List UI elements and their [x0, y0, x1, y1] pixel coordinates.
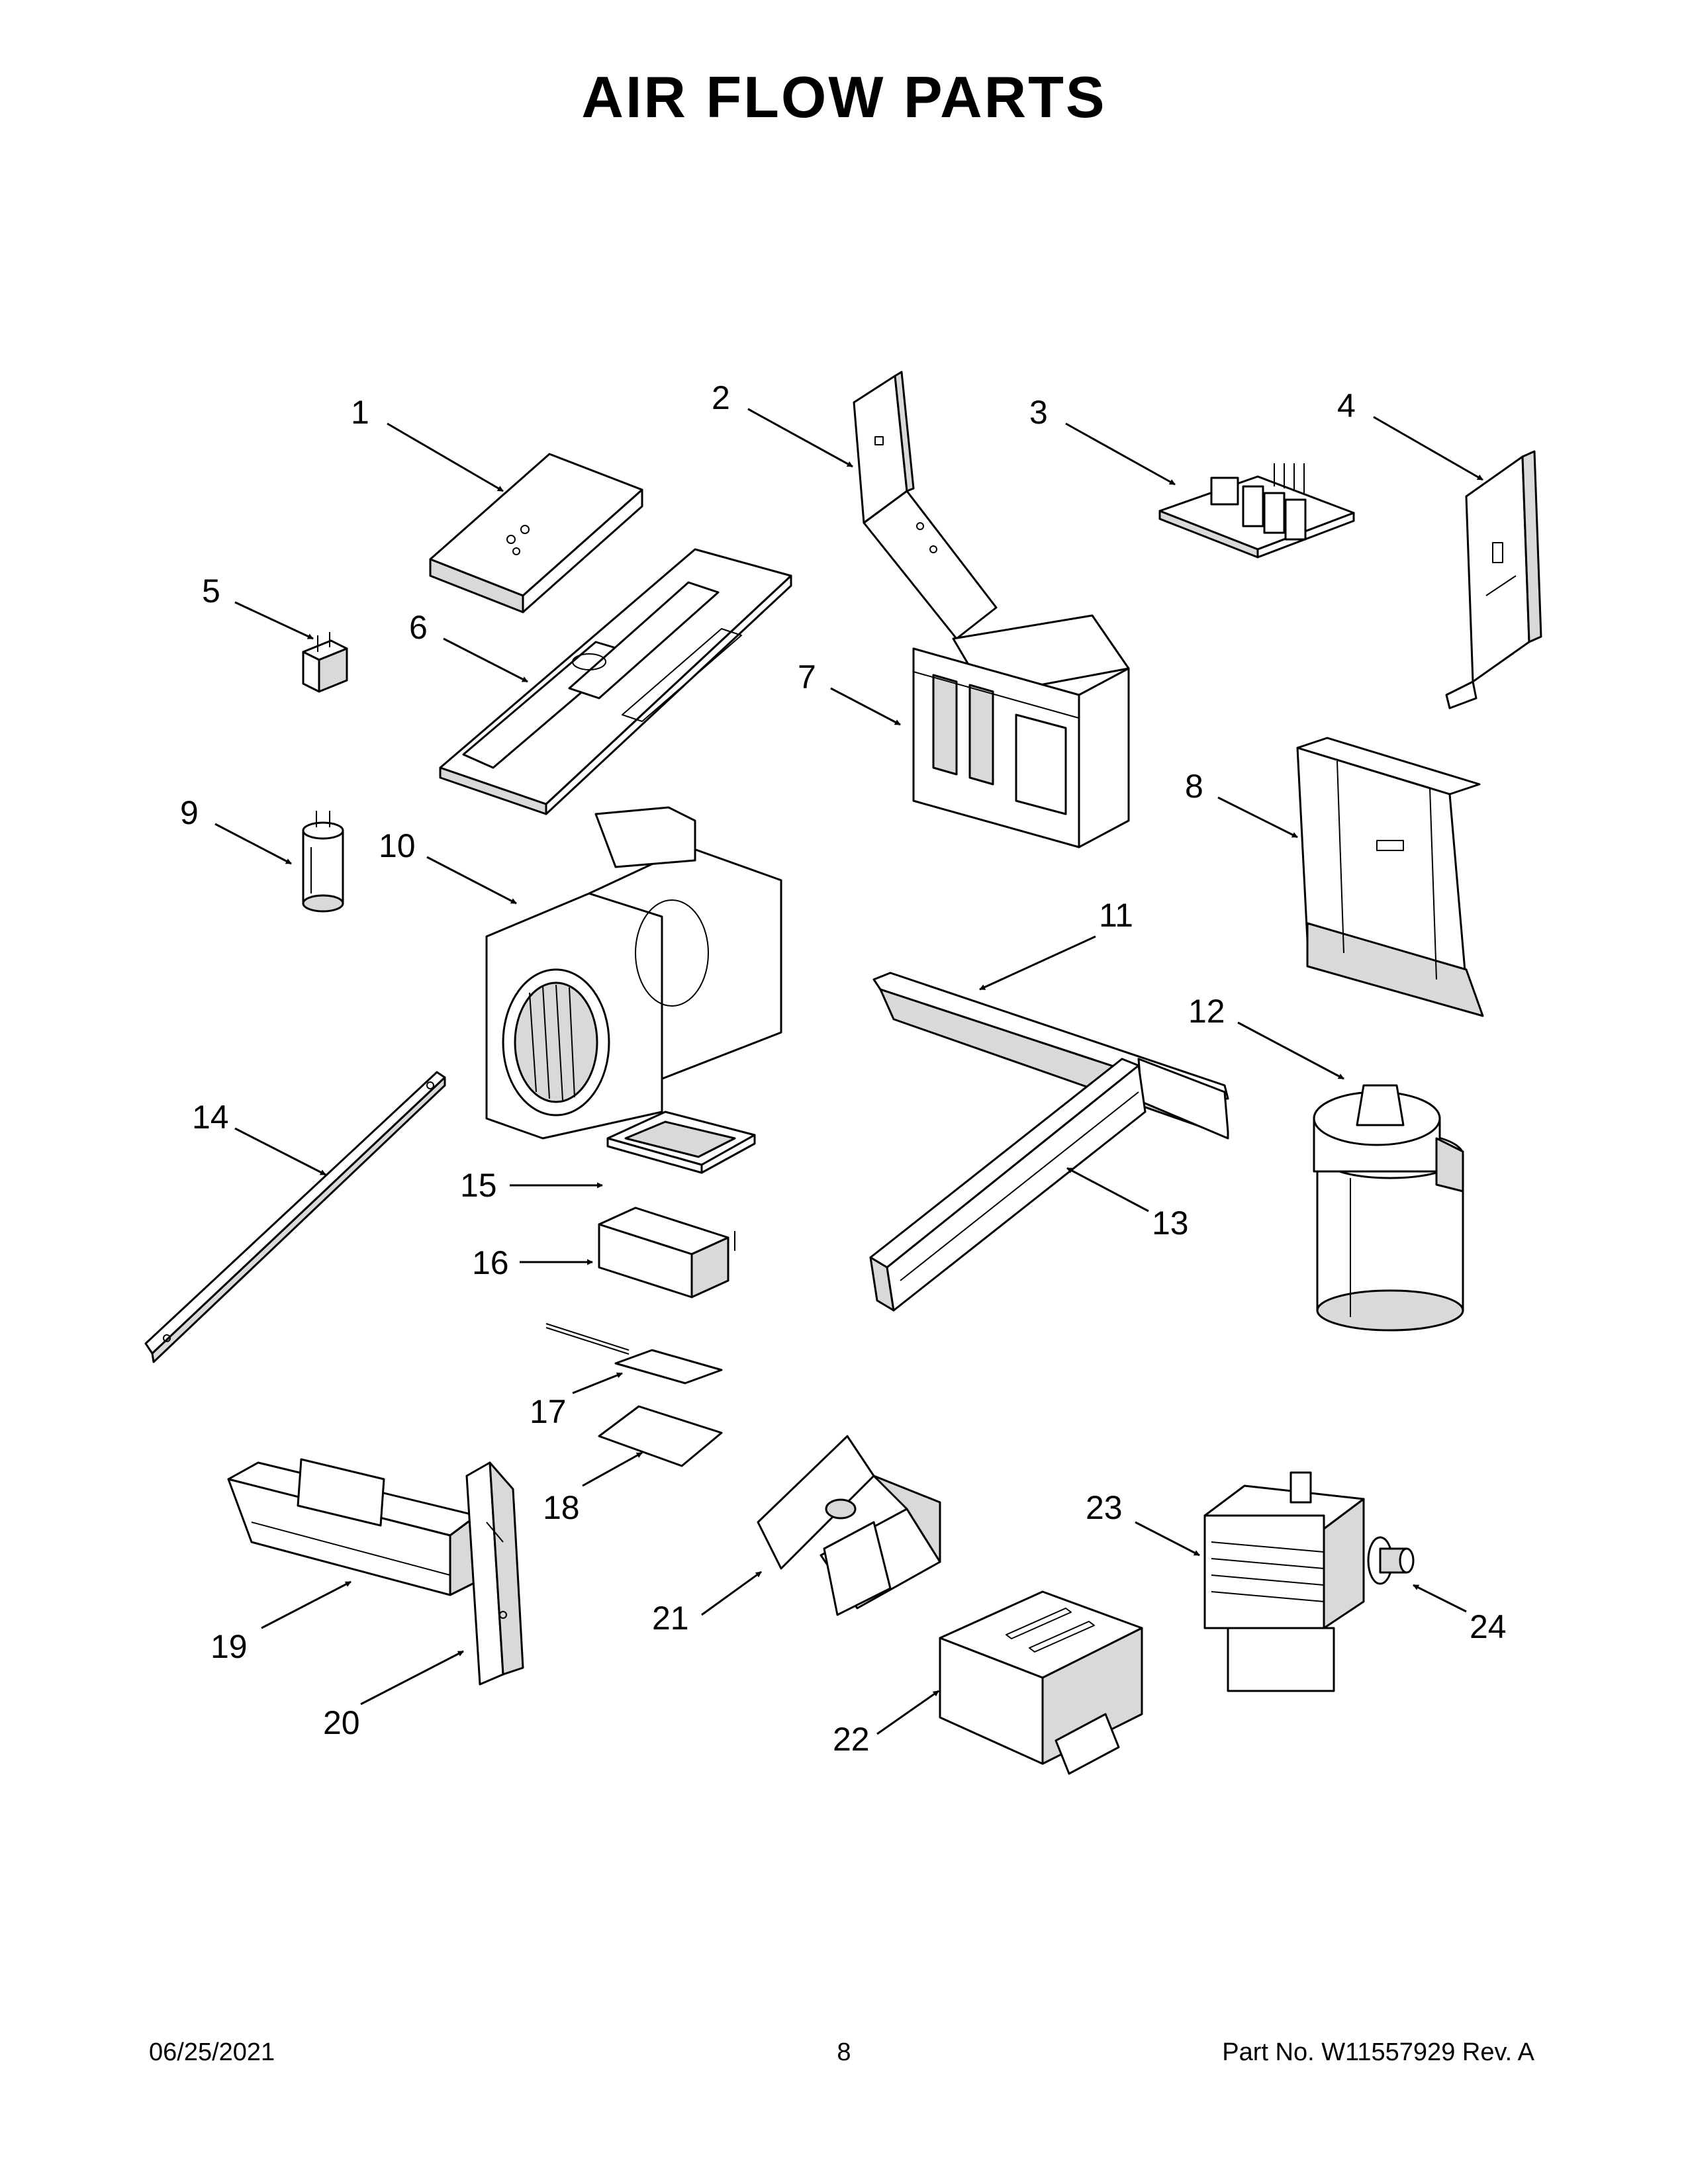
part-9-capacitor	[302, 811, 344, 913]
part-2-bracket	[853, 371, 998, 640]
part-6-vent-housing	[439, 548, 792, 815]
part-23-magnetron	[1203, 1471, 1365, 1692]
callout-9: 9	[180, 794, 199, 831]
callout-5: 5	[202, 572, 220, 610]
callout-21: 21	[652, 1600, 689, 1637]
page-title: AIR FLOW PARTS	[581, 64, 1107, 130]
callout-13: 13	[1152, 1205, 1189, 1242]
callout-3: 3	[1029, 394, 1048, 431]
callout-16: 16	[472, 1244, 509, 1281]
callout-14: 14	[192, 1099, 229, 1136]
part-5-relay	[302, 632, 348, 693]
footer-page-number: 8	[837, 2038, 851, 2066]
part-22-magnetron-bracket	[939, 1590, 1143, 1775]
callout-18: 18	[543, 1489, 580, 1526]
callout-6: 6	[409, 609, 428, 646]
callout-22: 22	[833, 1721, 870, 1758]
callout-1: 1	[351, 394, 369, 431]
part-4-side-bracket	[1445, 450, 1542, 709]
callout-11: 11	[1099, 897, 1133, 934]
part-11-top-rail	[872, 972, 1229, 1140]
callout-2: 2	[712, 379, 730, 416]
part-1-cover	[429, 453, 643, 614]
callout-10: 10	[379, 827, 416, 864]
callout-7: 7	[798, 659, 816, 696]
footer-part-number: Part No. W11557929 Rev. A	[1222, 2038, 1534, 2066]
part-17-heater-plate	[545, 1323, 723, 1385]
callout-12: 12	[1188, 993, 1225, 1030]
part-16-box-cover	[598, 1206, 735, 1298]
callout-17: 17	[530, 1393, 567, 1430]
part-20-vertical-bracket	[465, 1461, 524, 1686]
part-24-antenna-cap	[1367, 1536, 1415, 1585]
footer-date: 06/25/2021	[149, 2038, 275, 2066]
part-13-long-rail	[869, 1058, 1147, 1312]
callout-19: 19	[211, 1628, 248, 1665]
part-19-lamp-housing	[227, 1458, 478, 1596]
part-8-rear-panel	[1296, 737, 1484, 1017]
callout-15: 15	[460, 1167, 497, 1204]
part-21-thermostat-bracket	[757, 1435, 941, 1616]
callout-23: 23	[1086, 1489, 1123, 1526]
callout-20: 20	[323, 1704, 360, 1741]
callout-8: 8	[1185, 768, 1203, 805]
part-12-fan-motor	[1313, 1084, 1464, 1332]
callout-4: 4	[1337, 387, 1356, 424]
part-10-blower	[485, 806, 782, 1140]
part-3-control-board	[1158, 463, 1355, 559]
part-7-duct-panel	[912, 614, 1130, 848]
callout-24: 24	[1470, 1608, 1507, 1645]
part-18-plate	[598, 1405, 723, 1467]
part-15-filter-frame	[606, 1111, 756, 1174]
part-14-strip	[144, 1071, 446, 1363]
